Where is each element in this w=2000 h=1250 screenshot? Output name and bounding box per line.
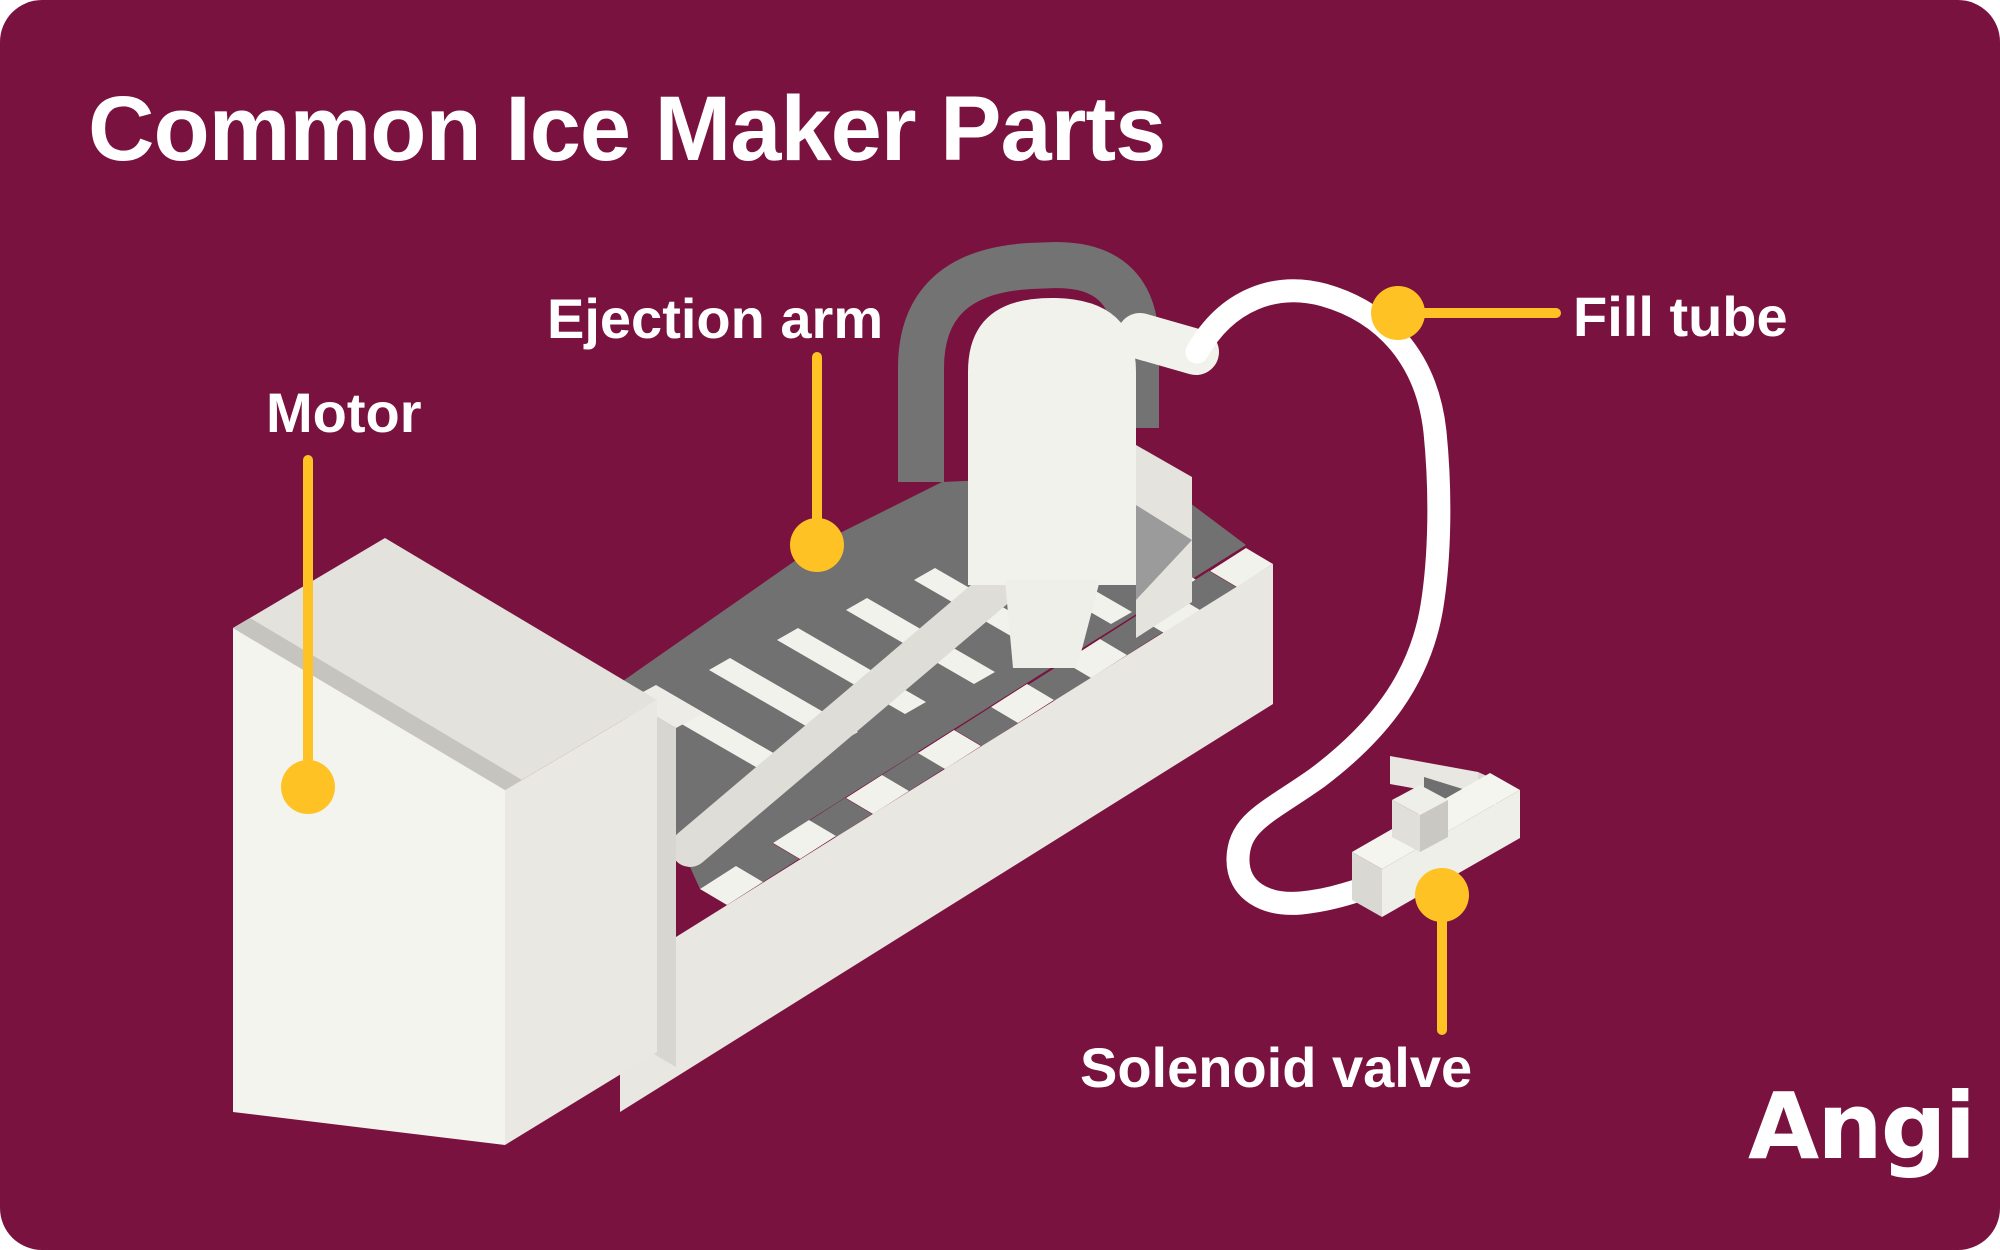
callouts: [281, 286, 1561, 1035]
fill-tube-label: Fill tube: [1573, 285, 1788, 348]
solenoid-valve-callout-dot: [1415, 868, 1469, 922]
motor-callout-dot: [281, 760, 335, 814]
ejection-arm-rod: [671, 551, 1037, 867]
motor-label: Motor: [266, 381, 422, 444]
solenoid-valve-part: [1352, 756, 1520, 917]
tray-front-face: [620, 564, 1273, 1112]
motor-side-face: [505, 700, 657, 1145]
head-arch-bracket: [898, 241, 1159, 482]
head-chute-shadow: [1136, 505, 1192, 600]
valve-body-end: [1352, 852, 1382, 917]
page-title: Common Ice Maker Parts: [88, 78, 1165, 180]
tray-checker-dark-cells: [736, 571, 1236, 882]
valve-coil-front: [1392, 800, 1420, 852]
angi-logo: Angi: [1748, 1073, 1974, 1180]
fill-tube-callout-dot: [1371, 286, 1425, 340]
motor-top-face: [233, 538, 657, 790]
valve-coil-side: [1420, 800, 1448, 852]
head-dome: [968, 297, 1136, 585]
head-support-leg: [1005, 580, 1100, 668]
fill-tube-hose: [1185, 279, 1451, 915]
motor-front-face: [233, 628, 505, 1145]
valve-body-front: [1382, 790, 1520, 917]
ejection-arm-label: Ejection arm: [547, 287, 883, 350]
solenoid-valve-label: Solenoid valve: [1080, 1036, 1472, 1099]
ejection-arm-callout-dot: [790, 518, 844, 572]
